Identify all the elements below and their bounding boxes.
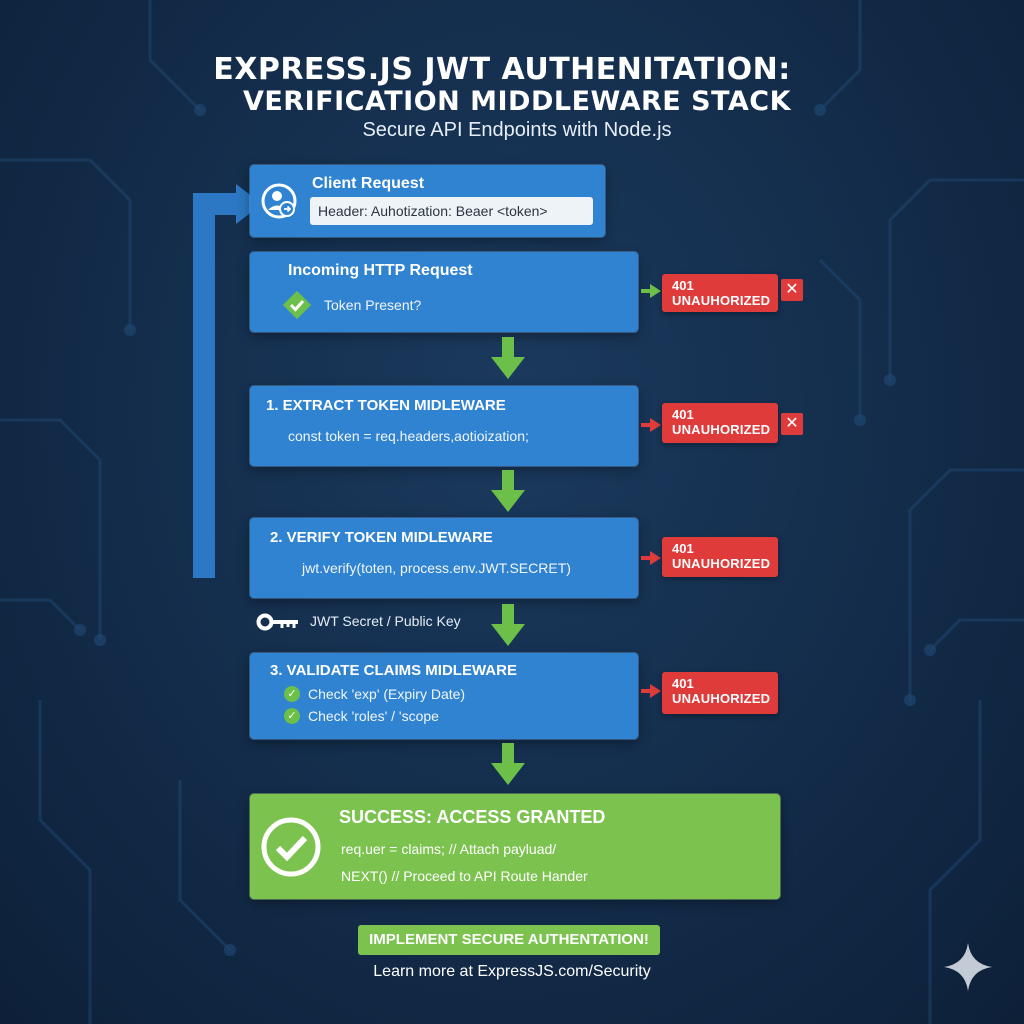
success-check-icon xyxy=(261,817,321,877)
verify-token-box: 2. VERIFY TOKEN MIDLEWARE jwt.verify(tot… xyxy=(250,518,638,598)
check-roles-label: Check 'roles' / 'scope xyxy=(308,708,439,724)
unauthorized-badge: 401 UNAUHORIZED xyxy=(662,403,778,443)
verify-token-title: 2. VERIFY TOKEN MIDLEWARE xyxy=(270,529,493,546)
validate-claims-box: 3. VALIDATE CLAIMS MIDLEWARE ✓ Check 'ex… xyxy=(250,653,638,739)
down-arrow xyxy=(491,470,525,512)
success-title: SUCCESS: ACCESS GRANTED xyxy=(339,807,606,827)
verify-token-code: jwt.verify(toten, process.env.JWT.SECRET… xyxy=(302,560,571,576)
error-text: UNAUHORIZED xyxy=(672,556,771,571)
incoming-request-box: Incoming HTTP Request Token Present? xyxy=(250,252,638,332)
client-request-box: Client Request Header: Auhotization: Bea… xyxy=(250,165,605,237)
unauthorized-badge: 401 UNAUHORIZED xyxy=(662,672,778,714)
error-code: 401 xyxy=(672,541,694,556)
down-arrow xyxy=(491,604,525,646)
success-box: SUCCESS: ACCESS GRANTED req.uer = claims… xyxy=(250,794,780,899)
sparkle-icon xyxy=(944,943,992,991)
loop-back-arrow xyxy=(193,184,262,578)
extract-token-code: const token = req.headers,aotioization; xyxy=(288,428,529,444)
implement-secure-auth-button[interactable]: IMPLEMENT SECURE AUTHENTATION! xyxy=(358,925,660,955)
unauthorized-badge: 401 UNAUHORIZED xyxy=(662,537,778,577)
error-arrow xyxy=(641,684,661,698)
check-icon: ✓ xyxy=(284,708,300,724)
check-icon: ✓ xyxy=(284,686,300,702)
key-icon xyxy=(256,613,298,631)
validate-claims-title: 3. VALIDATE CLAIMS MIDLEWARE xyxy=(270,662,517,679)
user-icon xyxy=(261,183,297,219)
token-present-label: Token Present? xyxy=(324,297,422,313)
error-arrow xyxy=(641,551,661,565)
error-code: 401 xyxy=(672,278,694,293)
page-title: EXPRESS.JS JWT AUTHENITATION: xyxy=(213,52,791,87)
jwt-secret-label: JWT Secret / Public Key xyxy=(310,613,461,629)
error-text: UNAUHORIZED xyxy=(672,422,771,437)
down-arrow xyxy=(491,743,525,785)
unauthorized-badge: 401 UNAUHORIZED xyxy=(662,274,778,312)
close-icon: ✕ xyxy=(781,413,803,435)
error-code: 401 xyxy=(672,407,694,422)
down-arrow xyxy=(491,337,525,379)
close-icon: ✕ xyxy=(781,279,803,301)
success-code-line1: req.uer = claims; // Attach payluad/ xyxy=(341,841,557,857)
extract-token-box: 1. EXTRACT TOKEN MIDLEWARE const token =… xyxy=(250,386,638,466)
error-text: UNAUHORIZED xyxy=(672,293,771,308)
learn-more-link[interactable]: Learn more at ExpressJS.com/Security xyxy=(373,963,651,980)
page-subtitle: Secure API Endpoints with Node.js xyxy=(362,119,672,141)
check-exp-label: Check 'exp' (Expiry Date) xyxy=(308,686,466,702)
authorization-header-field: Header: Auhotization: Beaer <token> xyxy=(310,197,593,225)
extract-token-title: 1. EXTRACT TOKEN MIDLEWARE xyxy=(266,397,506,414)
success-code-line2: NEXT() // Proceed to API Route Hander xyxy=(341,868,588,884)
client-request-title: Client Request xyxy=(312,175,425,192)
page-title-line2: VERIFICATION MIDDLEWARE STACK xyxy=(242,86,792,117)
check-icon xyxy=(282,290,312,320)
error-arrow xyxy=(641,418,661,432)
incoming-request-title: Incoming HTTP Request xyxy=(288,262,473,279)
error-arrow xyxy=(641,284,661,298)
error-code: 401 xyxy=(672,676,694,691)
error-text: UNAUHORIZED xyxy=(672,691,771,706)
